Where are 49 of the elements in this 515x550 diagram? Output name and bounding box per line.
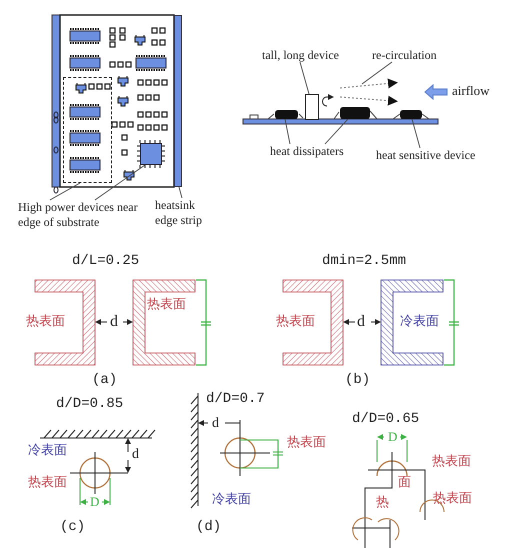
leader-line [362, 62, 392, 84]
leader-line [284, 118, 290, 144]
callout-text: tall, long device [262, 48, 354, 63]
component-package [400, 110, 422, 119]
leader-line [324, 118, 348, 144]
surface-label: 冷表面 [212, 493, 251, 508]
leader-line [412, 118, 420, 148]
surface-label: 热表面 [26, 315, 65, 330]
callout-text: heat sensitive device [376, 148, 488, 163]
callout-text: heatsink edge strip [155, 198, 217, 228]
surface-label: 热表面 [276, 315, 315, 330]
qfp-chip [140, 143, 162, 165]
tall-device [305, 94, 319, 120]
distance-label: d [212, 416, 219, 432]
callout-text: heat dissipaters [270, 144, 358, 159]
component-package [275, 110, 298, 119]
ratio-label: d/D=0.65 [352, 412, 420, 428]
figure-label: (d) [196, 520, 222, 536]
surface-label: 面 [398, 476, 411, 490]
callout-text: High power devices near edge of substrate [18, 200, 150, 230]
ratio-label: d/D=0.85 [56, 397, 124, 412]
ratio-label: d/D=0.7 [206, 392, 265, 408]
surface-label: 冷表面 [28, 444, 67, 458]
ratio-label: dmin=2.5mm [322, 254, 406, 270]
distance-label: d [357, 313, 365, 331]
diameter-label: D [388, 430, 398, 444]
figure-label: (a) [92, 373, 118, 388]
component-package [340, 107, 370, 119]
leader-line [94, 164, 146, 200]
airflow-label: airflow [452, 84, 490, 98]
surface-label: 冷表面 [400, 315, 439, 330]
surface-label: 热 [376, 496, 389, 510]
heatsink-strip [174, 15, 182, 187]
figure-label: (c) [60, 520, 86, 536]
ratio-label: d/L=0.25 [72, 254, 140, 270]
leader-line [178, 186, 182, 198]
surface-label: 热表面 [28, 476, 67, 490]
surface-label: 热表面 [287, 436, 326, 450]
leader-line [50, 182, 80, 200]
dashed-region [63, 77, 112, 183]
leader-line [300, 62, 310, 94]
surface-label: 热表面 [147, 298, 186, 312]
figure-label: (b) [345, 373, 370, 388]
distance-label: d [110, 313, 118, 331]
distance-label: d [132, 447, 139, 462]
surface-label: 热表面 [433, 492, 472, 506]
diameter-label: D [90, 495, 100, 510]
surface-label: 热表面 [432, 455, 471, 470]
callout-text: re-circulation [372, 48, 456, 63]
